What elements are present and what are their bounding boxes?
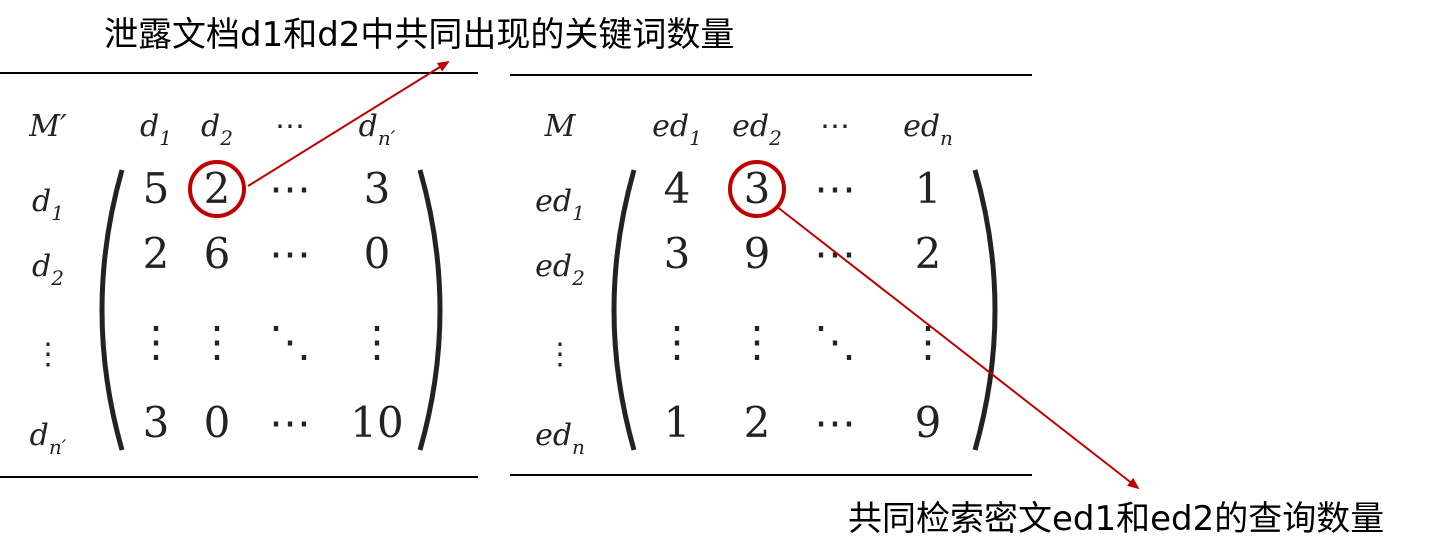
left-col-header: ⋯ <box>275 109 305 144</box>
right-matrix-cell: 1 <box>915 164 942 213</box>
right-matrix-cell: ⋮ <box>656 317 698 366</box>
left-col-header: d2 <box>201 109 233 150</box>
left-matrix-cell: 6 <box>204 229 231 278</box>
left-matrix-cell: ⋮ <box>196 317 238 366</box>
left-matrix-cell: 2 <box>143 229 170 278</box>
left-row-header: dn′ <box>30 418 67 459</box>
left-highlight-circle <box>188 160 246 218</box>
left-matrix-cell: 5 <box>143 164 170 213</box>
right-matrix-cell: ⋱ <box>814 317 856 366</box>
right-col-header: ed2 <box>732 109 782 150</box>
left-row-header: d1 <box>32 184 64 225</box>
left-row-header: d2 <box>32 249 64 290</box>
left-col-header: d1 <box>140 109 172 150</box>
left-matrix-cell: ⋯ <box>269 398 311 447</box>
right-col-header: edn <box>903 109 953 150</box>
right-col-header: ed1 <box>652 109 702 150</box>
left-matrix-cell: 0 <box>204 398 231 447</box>
left-matrix-cell: ⋱ <box>269 317 311 366</box>
right-matrix-cell: ⋮ <box>736 317 778 366</box>
left-matrix-open-paren <box>99 169 125 451</box>
bottom-annotation: 共同检索密文ed1和ed2的查询数量 <box>848 499 1384 539</box>
left-matrix-cell: 3 <box>364 164 391 213</box>
right-matrix-cell: 1 <box>664 398 691 447</box>
right-matrix-open-paren <box>611 169 637 451</box>
right-matrix-cell: 4 <box>664 164 691 213</box>
left-matrix-cell: 2 <box>204 164 231 213</box>
right-matrix-close-paren <box>972 169 998 451</box>
right-matrix-cell: ⋯ <box>814 229 856 278</box>
right-row-header: ed2 <box>535 249 585 290</box>
bottom-arrow <box>775 205 1140 490</box>
right-matrix-cell: 9 <box>915 398 942 447</box>
left-matrix-cell: ⋯ <box>269 164 311 213</box>
top-annotation: 泄露文档d1和d2中共同出现的关键词数量 <box>104 15 734 55</box>
right-matrix-cell: 3 <box>744 164 771 213</box>
right-matrix-cell: ⋯ <box>814 164 856 213</box>
right-highlight-circle <box>728 160 786 218</box>
right-row-header: edn <box>535 418 585 459</box>
right-col-header: ⋯ <box>820 109 850 144</box>
left-matrix-cell: 0 <box>364 229 391 278</box>
right-row-header: ed1 <box>535 184 585 225</box>
right-matrix-cell: 2 <box>915 229 942 278</box>
top-arrow <box>247 60 450 187</box>
left-matrix-name: M′ <box>28 109 67 144</box>
left-matrix-cell: 10 <box>350 398 403 447</box>
right-matrix-name: M <box>544 109 577 144</box>
left-matrix-close-paren <box>417 169 443 451</box>
left-matrix-cell: ⋮ <box>356 317 398 366</box>
right-matrix-cell: ⋯ <box>814 398 856 447</box>
left-row-header: ⋮ <box>33 337 63 372</box>
right-matrix-cell: 9 <box>744 229 771 278</box>
left-matrix-cell: 3 <box>143 398 170 447</box>
left-col-header: dn′ <box>359 109 396 150</box>
right-row-header: ⋮ <box>545 337 575 372</box>
left-matrix-cell: ⋮ <box>135 317 177 366</box>
right-matrix-cell: 3 <box>664 229 691 278</box>
right-matrix-cell: 2 <box>744 398 771 447</box>
left-matrix-cell: ⋯ <box>269 229 311 278</box>
